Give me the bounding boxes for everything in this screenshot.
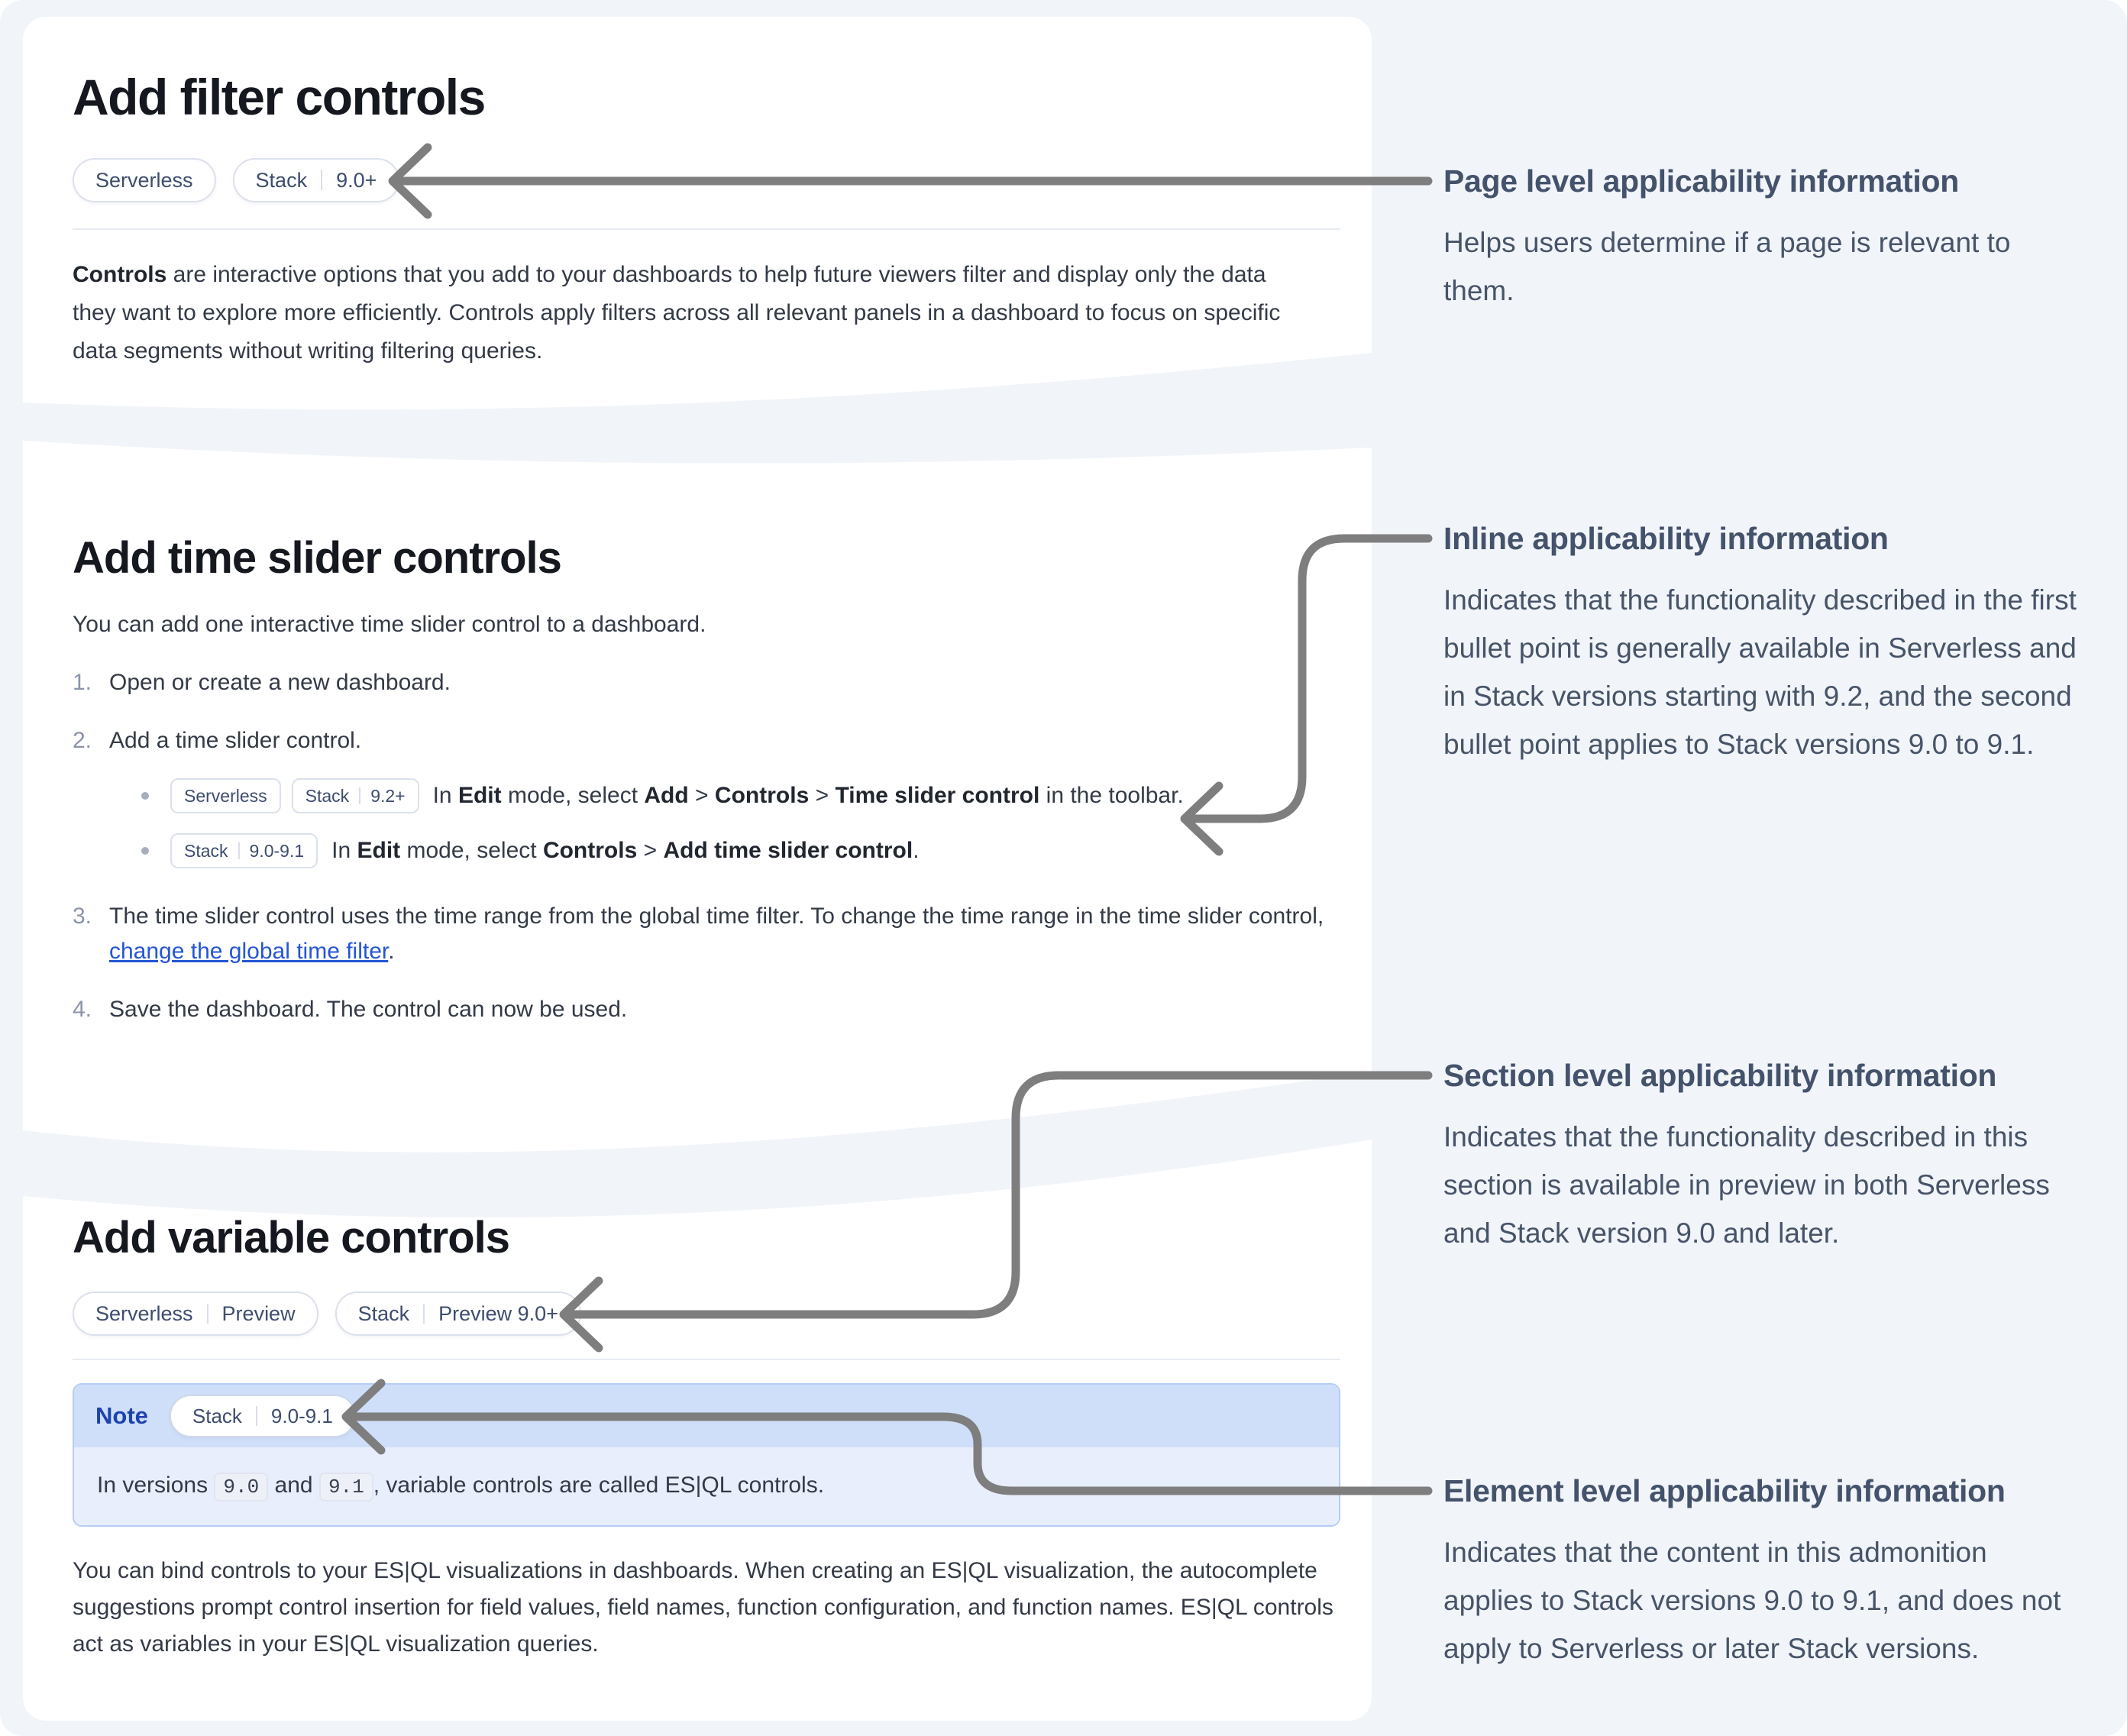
badge-segment: Stack bbox=[192, 1404, 242, 1427]
list-item: 4. Save the dashboard. The control can n… bbox=[73, 992, 1340, 1027]
badge-divider bbox=[206, 1304, 208, 1324]
step-text: Open or create a new dashboard. bbox=[109, 670, 451, 696]
step-number: 3. bbox=[73, 904, 92, 929]
annotation-section-level: Section level applicability information … bbox=[1443, 1056, 2100, 1257]
list-item: 3. The time slider control uses the time… bbox=[73, 899, 1340, 969]
intro-paragraph: Controls are interactive options that yo… bbox=[73, 262, 1281, 364]
section-intro: You can add one interactive time slider … bbox=[73, 612, 706, 638]
applies-badge[interactable]: Serverless bbox=[73, 158, 216, 203]
substep-text: In Edit mode, select Controls > Add time… bbox=[331, 838, 920, 864]
section-title: Add variable controls bbox=[73, 1213, 510, 1262]
divider bbox=[73, 1359, 1340, 1361]
badge-segment: Stack bbox=[305, 786, 350, 807]
applies-badge[interactable]: Stack 9.0+ bbox=[232, 158, 400, 203]
annotation-body: Indicates that the functionality describ… bbox=[1443, 584, 2077, 760]
annotation-body: Indicates that the functionality describ… bbox=[1443, 1121, 2050, 1249]
section-add-time-slider-controls: Add time slider controls You can add one… bbox=[73, 535, 1340, 1027]
badge-divider bbox=[359, 787, 361, 805]
badge-segment: Serverless bbox=[184, 786, 267, 807]
note-admonition: Note Stack 9.0-9.1 In versions 9.0 and 9.… bbox=[73, 1383, 1340, 1527]
applies-badge[interactable]: Stack 9.0-9.1 bbox=[169, 1395, 356, 1438]
badge-segment: Preview bbox=[221, 1301, 296, 1325]
annotation-body: Helps users determine if a page is relev… bbox=[1443, 227, 2011, 306]
list-item: 2. Add a time slider control. Serverless… bbox=[73, 723, 1340, 876]
step-text: The time slider control uses the time ra… bbox=[109, 904, 1324, 965]
list-item: Stack 9.0-9.1 In Edit mode, select Contro… bbox=[141, 833, 1340, 869]
inline-applies-badges[interactable]: Serverless Stack 9.2+ bbox=[170, 778, 419, 814]
annotation-heading: Section level applicability information bbox=[1443, 1058, 1997, 1093]
annotation-element-level: Element level applicability information … bbox=[1443, 1472, 2100, 1673]
applies-badge[interactable]: Serverless bbox=[170, 778, 281, 814]
badge-segment: Serverless bbox=[95, 168, 193, 192]
badge-divider bbox=[238, 842, 240, 860]
annotation-page-level: Page level applicability information Hel… bbox=[1443, 162, 2100, 315]
badge-segment: 9.0+ bbox=[336, 168, 377, 192]
note-body: In versions 9.0 and 9.1, variable contro… bbox=[74, 1447, 1339, 1526]
annotation-heading: Element level applicability information bbox=[1443, 1473, 2006, 1508]
wave-divider-1 bbox=[23, 353, 1372, 464]
text-link[interactable]: change the global time filter bbox=[109, 939, 389, 965]
badge-segment: Stack bbox=[184, 841, 228, 862]
section-title: Add time slider controls bbox=[73, 533, 562, 583]
annotation-heading: Inline applicability information bbox=[1443, 521, 1889, 556]
section-applies-badges[interactable]: Serverless Preview Stack Preview 9.0+ bbox=[73, 1291, 1340, 1337]
badge-divider bbox=[423, 1304, 425, 1324]
steps-list: 1. Open or create a new dashboard. 2. Ad… bbox=[73, 665, 1340, 1027]
applies-badge[interactable]: Serverless Preview bbox=[73, 1291, 318, 1337]
annotation-body: Indicates that the content in this admon… bbox=[1443, 1537, 2061, 1664]
annotation-heading: Page level applicability information bbox=[1443, 163, 1959, 199]
badge-divider bbox=[255, 1406, 257, 1427]
step-number: 2. bbox=[73, 728, 92, 754]
body-paragraph: You can bind controls to your ES|QL visu… bbox=[73, 1558, 1333, 1657]
substep-text: In Edit mode, select Add > Controls > Ti… bbox=[432, 783, 1184, 809]
note-label: Note bbox=[95, 1402, 148, 1430]
step-text: Save the dashboard. The control can now … bbox=[109, 997, 628, 1023]
version-code: 9.0 bbox=[214, 1473, 269, 1502]
badge-segment: Preview 9.0+ bbox=[438, 1301, 558, 1325]
inline-applies-badges[interactable]: Stack 9.0-9.1 bbox=[170, 833, 318, 869]
badge-segment: 9.0-9.1 bbox=[249, 841, 305, 862]
list-item: Serverless Stack 9.2+ In Edit mode, select… bbox=[141, 778, 1340, 814]
badge-segment: 9.2+ bbox=[370, 786, 406, 807]
badge-segment: Serverless bbox=[95, 1301, 193, 1325]
badge-divider bbox=[321, 170, 323, 191]
step-number: 1. bbox=[73, 670, 92, 696]
page-applies-badges[interactable]: Serverless Stack 9.0+ bbox=[73, 158, 1340, 203]
badge-segment: Stack bbox=[357, 1301, 410, 1325]
badge-segment: 9.0-9.1 bbox=[270, 1404, 333, 1427]
version-code: 9.1 bbox=[318, 1473, 373, 1502]
divider bbox=[73, 228, 1340, 231]
applies-badge[interactable]: Stack 9.0-9.1 bbox=[170, 833, 318, 869]
list-item: 1. Open or create a new dashboard. bbox=[73, 665, 1340, 700]
applies-badge[interactable]: Stack 9.2+ bbox=[291, 778, 419, 814]
page-title: Add filter controls bbox=[73, 69, 486, 125]
step-number: 4. bbox=[73, 997, 92, 1023]
annotation-inline-level: Inline applicability information Indicat… bbox=[1443, 519, 2100, 768]
step-text: Add a time slider control. bbox=[109, 728, 362, 754]
badge-segment: Stack bbox=[255, 168, 308, 192]
note-header: Note Stack 9.0-9.1 bbox=[74, 1385, 1339, 1448]
applies-badge[interactable]: Stack Preview 9.0+ bbox=[335, 1291, 581, 1337]
note-applies-badge[interactable]: Stack 9.0-9.1 bbox=[169, 1395, 356, 1438]
